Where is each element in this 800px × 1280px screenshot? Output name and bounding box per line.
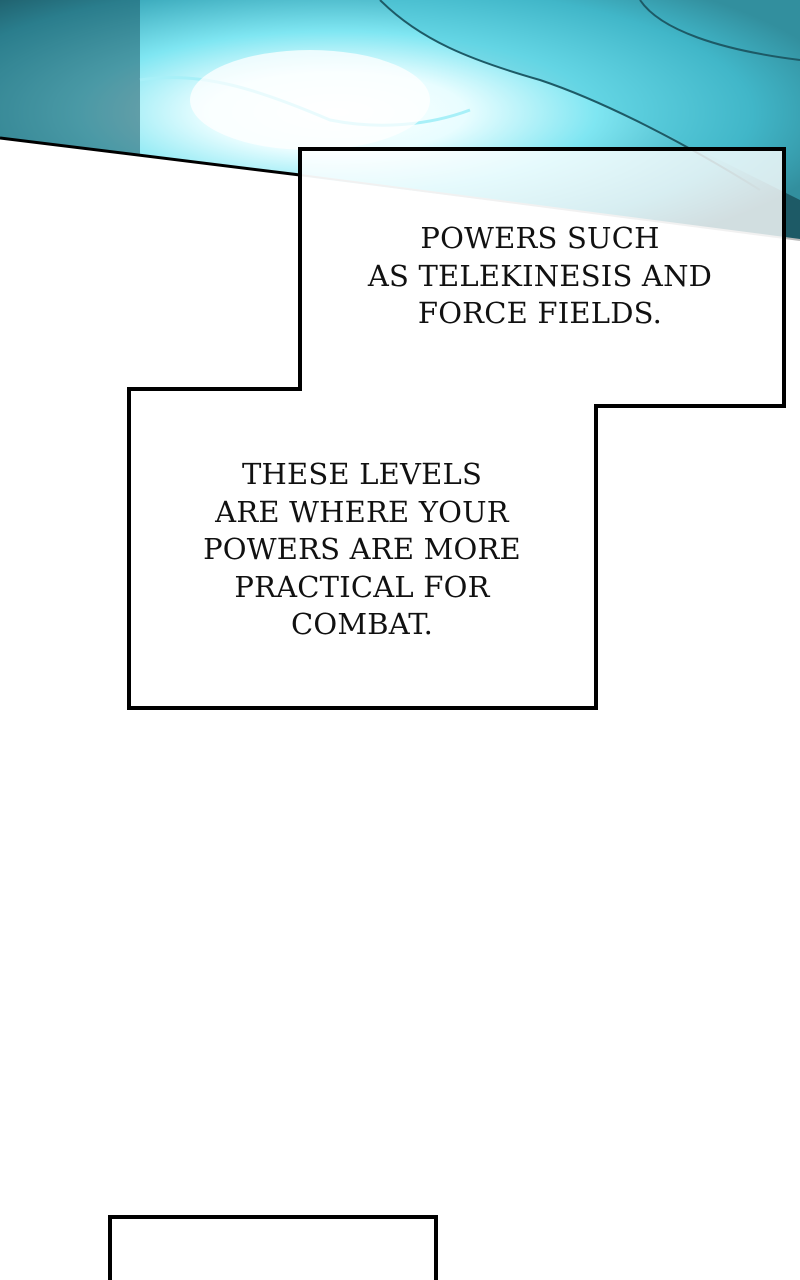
caption-text-1: POWERS SUCH AS TELEKINESIS AND FORCE FIE… [367,221,713,330]
caption-box-bottom [108,1215,438,1280]
caption-text-2: THESE LEVELS ARE WHERE YOUR POWERS ARE M… [203,457,521,641]
caption-box [127,147,786,710]
panel-border [0,136,301,177]
